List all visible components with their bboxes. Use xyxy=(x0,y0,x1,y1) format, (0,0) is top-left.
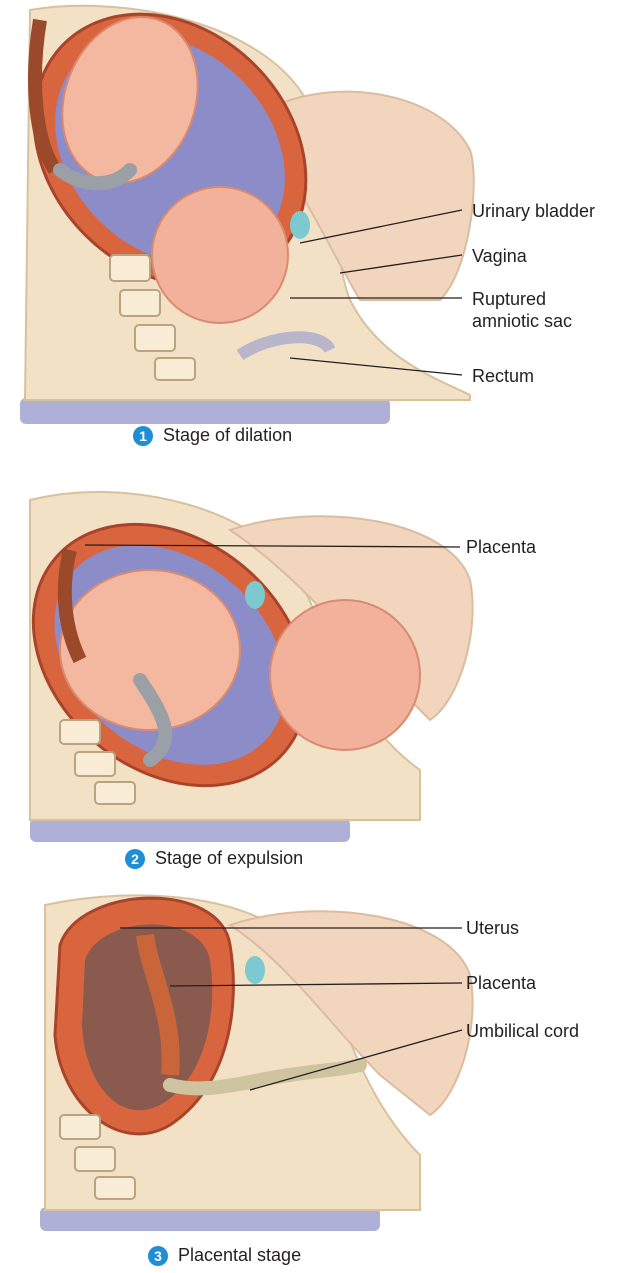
step-badge: 1 xyxy=(133,426,153,446)
floor-shadow xyxy=(20,398,390,424)
bladder xyxy=(245,581,265,609)
fetus-head xyxy=(152,187,288,323)
bladder xyxy=(245,956,265,984)
placental-stage-panel: Uterus Placenta Umbilical cord 3 Placent… xyxy=(0,885,618,1273)
stage-dilation-panel: Urinary bladder Vagina Ruptured amniotic… xyxy=(0,0,618,450)
step-badge: 2 xyxy=(125,849,145,869)
label-uterus: Uterus xyxy=(466,917,519,939)
label-placenta: Placenta xyxy=(466,972,536,994)
stage-expulsion-illustration xyxy=(0,470,618,890)
caption-text: Stage of dilation xyxy=(163,425,292,446)
caption-text: Placental stage xyxy=(178,1245,301,1266)
bladder xyxy=(290,211,310,239)
label-vagina: Vagina xyxy=(472,245,527,267)
label-rectum: Rectum xyxy=(472,365,534,387)
stage-expulsion-panel: Placenta 2 Stage of expulsion xyxy=(0,470,618,890)
label-ruptured: Ruptured xyxy=(472,288,546,310)
caption-stage-3: 3 Placental stage xyxy=(148,1245,301,1266)
fetus-head xyxy=(270,600,420,750)
caption-text: Stage of expulsion xyxy=(155,848,303,869)
floor-shadow xyxy=(30,818,350,842)
label-urinary-bladder: Urinary bladder xyxy=(472,200,595,222)
label-placenta: Placenta xyxy=(466,536,536,558)
caption-stage-2: 2 Stage of expulsion xyxy=(125,848,303,869)
label-amniotic-sac: amniotic sac xyxy=(472,310,572,332)
label-umbilical-cord: Umbilical cord xyxy=(466,1020,579,1042)
placental-stage-illustration xyxy=(0,885,618,1273)
step-badge: 3 xyxy=(148,1246,168,1266)
caption-stage-1: 1 Stage of dilation xyxy=(133,425,292,446)
